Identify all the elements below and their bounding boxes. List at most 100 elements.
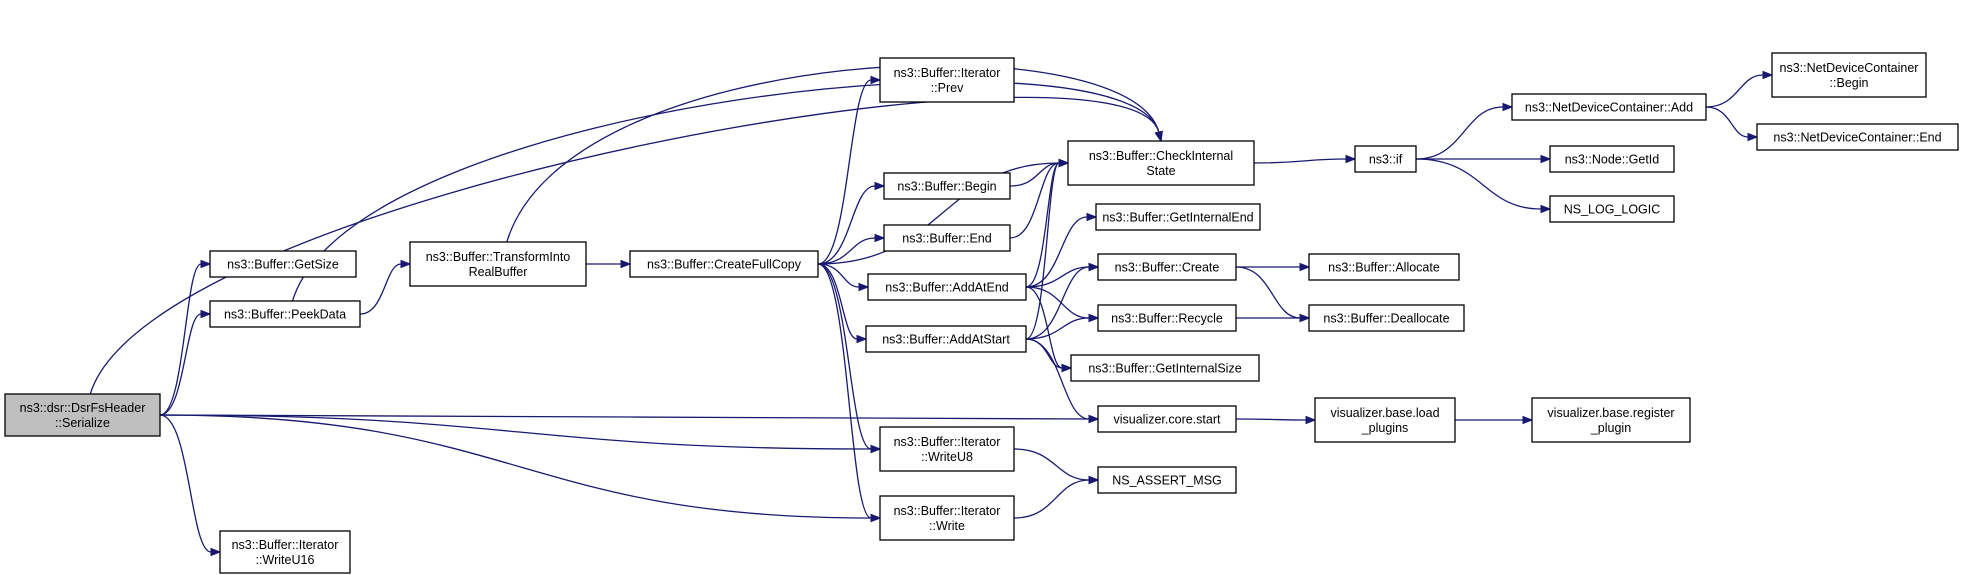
node-allocate[interactable]: ns3::Buffer::Allocate [1308,253,1460,281]
edge-ndcadd-to-ndcend [1705,106,1759,142]
node-box [1531,397,1691,443]
node-createfullcopy[interactable]: ns3::Buffer::CreateFullCopy [629,250,819,278]
node-getid[interactable]: ns3::Node::GetId [1549,145,1675,173]
node-label: ns3::Buffer::Iterator [232,538,339,552]
node-label: ns3::dsr::DsrFsHeader [20,401,146,415]
node-label: ns3::Buffer::Recycle [1111,312,1223,326]
node-box [1070,354,1260,382]
edge-line [291,81,1160,302]
edge-arrowhead [1762,70,1774,80]
node-writeu16[interactable]: ns3::Buffer::Iterator::WriteU16 [219,530,351,574]
edge-if-to-loglogic [1415,158,1552,214]
node-box [865,325,1027,353]
node-label: ns3::Buffer::GetInternalEnd [1102,211,1253,225]
edge-arrowhead [870,513,882,523]
node-deallocate[interactable]: ns3::Buffer::Deallocate [1308,304,1465,332]
edge-line [1235,266,1301,319]
edge-arrowhead [1061,363,1073,373]
node-label: ns3::NetDeviceContainer::Add [1525,101,1693,115]
node-box [1067,140,1255,186]
node-recycle[interactable]: ns3::Buffer::Recycle [1097,304,1237,332]
node-label: ns3::if [1369,153,1403,167]
node-box [879,495,1015,541]
edge-loadplugins-to-registerplugin [1454,415,1534,425]
node-addatstart[interactable]: ns3::Buffer::AddAtStart [865,325,1027,353]
node-label: ::WriteU8 [921,450,973,464]
node-box [1097,253,1237,281]
node-label: ns3::Buffer::Begin [897,180,996,194]
node-getinternalsize[interactable]: ns3::Buffer::GetInternalSize [1070,354,1260,382]
edge-arrowhead [1747,132,1759,142]
edge-arrowhead [1522,415,1534,425]
node-box [879,57,1015,103]
node-getinternalend[interactable]: ns3::Buffer::GetInternalEnd [1095,203,1261,231]
node-end[interactable]: ns3::Buffer::End [883,224,1011,252]
node-label: ns3::Buffer::AddAtEnd [885,281,1009,295]
node-box [1095,203,1261,231]
node-write[interactable]: ns3::Buffer::Iterator::Write [879,495,1015,541]
node-peekdata[interactable]: ns3::Buffer::PeekData [209,300,361,328]
edge-arrowhead [1088,262,1100,272]
node-loglogic[interactable]: NS_LOG_LOGIC [1549,195,1675,223]
node-prev[interactable]: ns3::Buffer::Iterator::Prev [879,57,1015,103]
node-create[interactable]: ns3::Buffer::Create [1097,253,1237,281]
node-label: ns3::Buffer::Deallocate [1323,312,1449,326]
node-box [219,530,351,574]
node-writeu8[interactable]: ns3::Buffer::Iterator::WriteU8 [879,426,1015,472]
edge-line [1025,162,1060,288]
node-box [209,250,357,278]
edge-arrowhead [1345,154,1357,164]
edge-arrowhead [1088,313,1100,323]
node-begin[interactable]: ns3::Buffer::Begin [883,172,1011,200]
edge-line [159,414,1090,420]
node-box [1354,145,1417,173]
edge-if-to-getid [1416,154,1552,164]
node-assertmsg[interactable]: NS_ASSERT_MSG [1097,466,1237,494]
edge-line [159,263,202,416]
edge-arrowhead [210,547,222,557]
node-label: ns3::Buffer::Iterator [894,66,1001,80]
node-if[interactable]: ns3::if [1354,145,1417,173]
node-ndcadd[interactable]: ns3::NetDeviceContainer::Add [1511,93,1707,121]
node-ndcbegin[interactable]: ns3::NetDeviceContainer::Begin [1771,52,1927,98]
node-box [409,241,587,287]
edge-arrowhead [870,75,882,85]
edge-arrowhead [620,259,632,269]
edge-arrowhead [874,233,886,243]
edge-addatend-to-getinternalend [1025,212,1098,288]
node-box [1511,93,1707,121]
edge-line [1025,266,1090,340]
node-box [1308,304,1465,332]
edge-line [359,263,402,315]
node-label: ns3::Buffer::PeekData [224,308,346,322]
node-label: ns3::Buffer::CreateFullCopy [647,258,802,272]
edge-root-to-write [159,414,882,523]
node-loadplugins[interactable]: visualizer.base.load_plugins [1314,397,1456,443]
node-registerplugin[interactable]: visualizer.base.register_plugin [1531,397,1691,443]
edge-line [1415,106,1504,160]
node-ndcend[interactable]: ns3::NetDeviceContainer::End [1756,123,1959,151]
node-getsize[interactable]: ns3::Buffer::GetSize [209,250,357,278]
edge-addatend-to-getinternalsize [1025,286,1073,373]
node-root[interactable]: ns3::dsr::DsrFsHeader::Serialize [4,393,161,437]
edge-line [817,185,876,265]
edge-arrowhead [870,444,882,454]
node-box [629,250,819,278]
edge-line [1025,338,1090,420]
node-label: ns3::Buffer::GetInternalSize [1088,362,1241,376]
edge-line [817,79,872,265]
node-addatend[interactable]: ns3::Buffer::AddAtEnd [867,273,1027,301]
edge-recycle-to-deallocate [1236,313,1311,323]
edge-line [817,263,860,288]
edge-line [89,96,1160,395]
edge-line [817,263,872,450]
node-label: ::Prev [931,81,964,95]
edge-arrowhead [200,309,212,319]
edge-arrowhead [1088,475,1100,485]
edge-arrowhead [856,334,868,344]
node-vcorestart[interactable]: visualizer.core.start [1097,405,1237,433]
edge-create-to-deallocate [1235,266,1311,323]
edge-arrowhead [1540,204,1552,214]
